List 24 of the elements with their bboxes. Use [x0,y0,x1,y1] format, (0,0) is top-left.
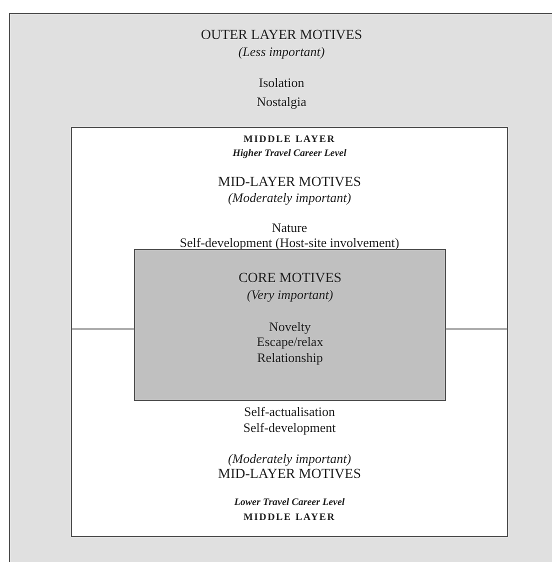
layer-tag: MIDDLE LAYER [72,512,507,523]
layer-heading: CORE MOTIVES [237,271,343,286]
layer-heading: MID-LAYER MOTIVES [217,175,362,190]
motive-item: Relationship [256,351,324,366]
outer-layer-box [9,13,552,562]
importance-note: (Moderately important) [226,191,352,206]
importance-note: (Very important) [246,288,334,302]
motive-item: Self-development [242,421,337,436]
motive-item: Self-development (Host-site involvement) [178,236,400,250]
career-level-label: Lower Travel Career Level [233,497,346,508]
motive-item: Nature [270,221,308,236]
middle-layer-box [71,127,508,537]
motive-item: Escape/relax [256,335,324,350]
layer-tag: MIDDLE LAYER [72,134,507,145]
motive-item: Novelty [268,320,312,334]
motive-item: Nostalgia [256,95,308,110]
layer-heading: OUTER LAYER MOTIVES [200,28,364,44]
motive-item: Isolation [258,76,306,90]
importance-note: (Less important) [237,45,326,60]
motive-item: Self-actualisation [243,405,336,420]
career-level-label: Higher Travel Career Level [232,148,348,159]
core-box [134,249,446,401]
importance-note: (Moderately important) [226,452,352,466]
layer-heading: MID-LAYER MOTIVES [217,467,362,482]
